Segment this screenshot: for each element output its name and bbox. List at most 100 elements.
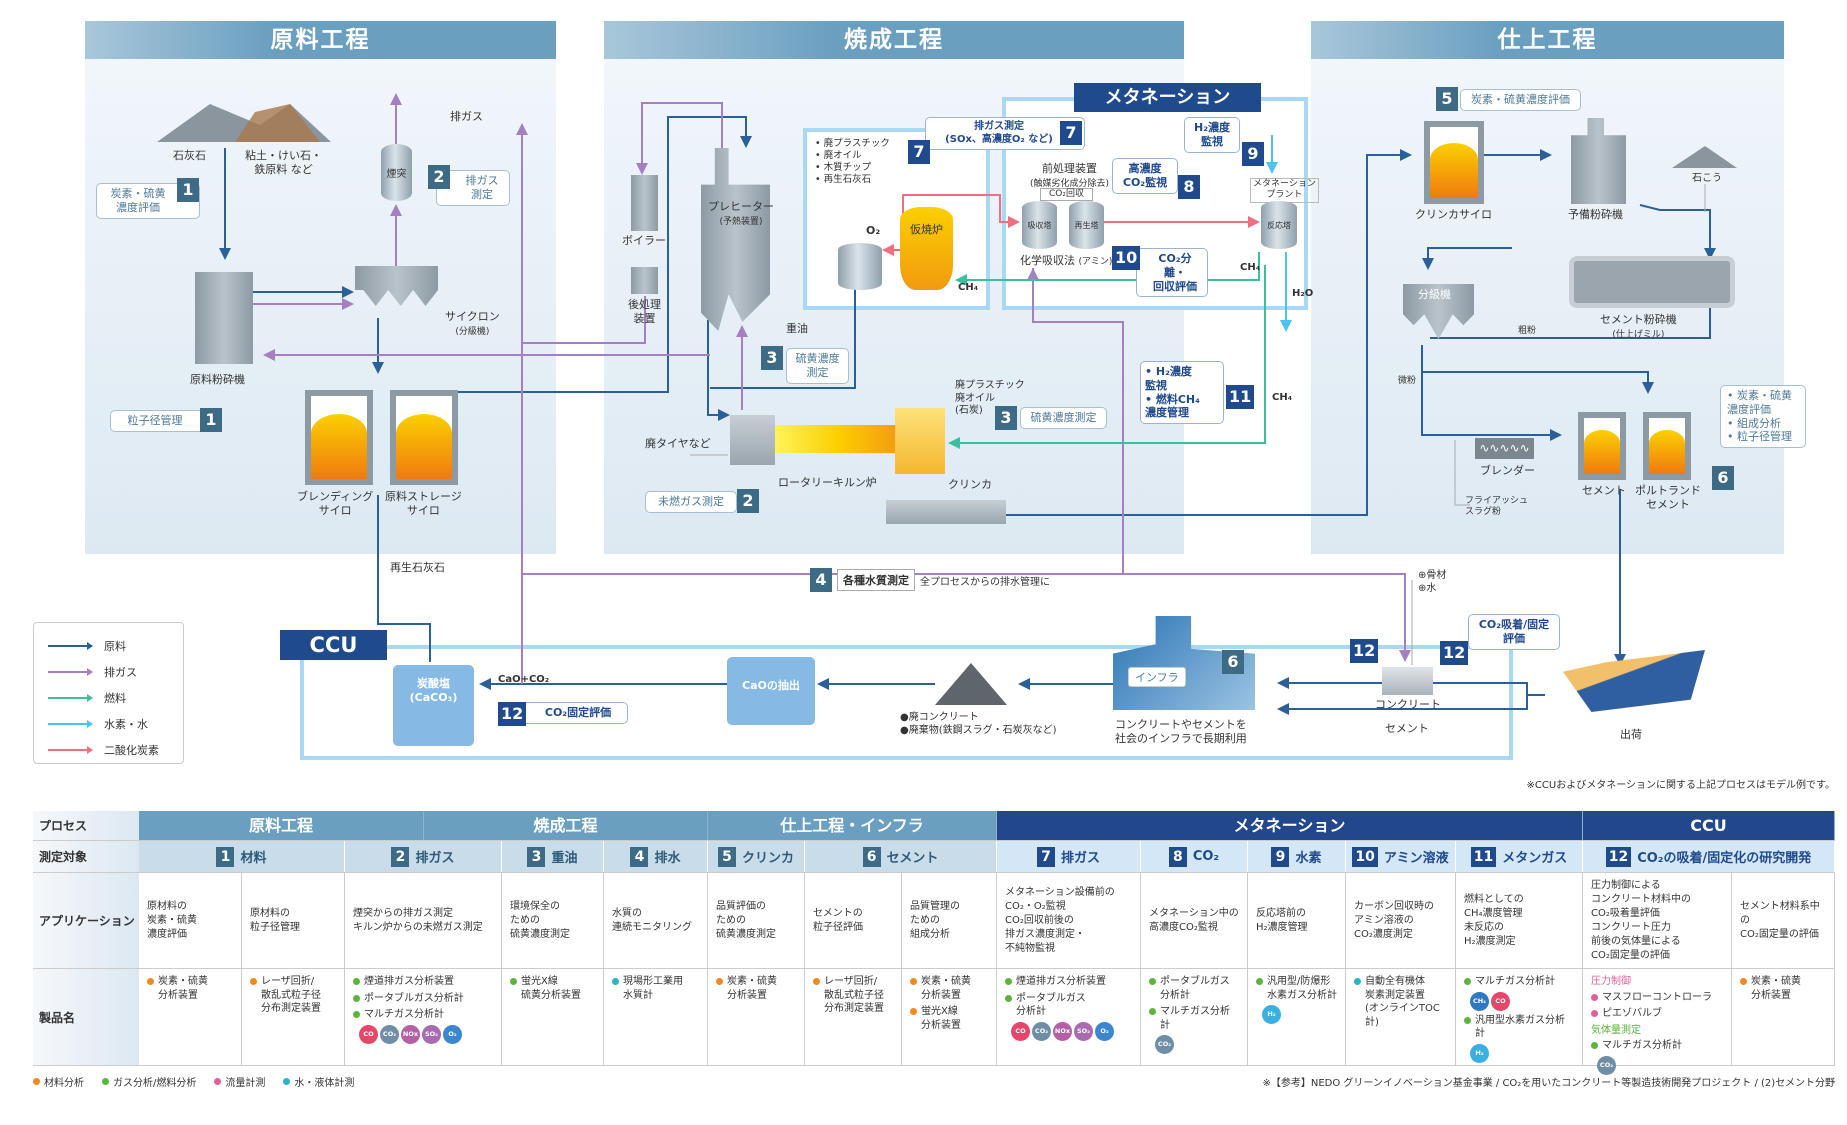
badge-2: 2 [391, 846, 410, 867]
tires-label: 廃タイヤなど [645, 437, 711, 450]
plant-label: メタネーション プラント [1250, 178, 1319, 203]
cement-mill [1569, 256, 1735, 308]
legend-line [48, 668, 93, 676]
clay-label: 粘土・けい石・ 鉄原料 など [245, 149, 322, 176]
application-cell: メタネーション設備前の CO₂・O₂監視 CO₂回収前後の 排ガス濃度測定・ 不… [997, 873, 1141, 968]
fine-label: 微粉 [1398, 376, 1417, 386]
callout-co2-separation: CO₂分離・ 回収評価 [1136, 248, 1208, 298]
panel-title: 原料工程 [85, 21, 556, 59]
category-dot [102, 1078, 109, 1085]
callout-sulfur-a: 硫黄濃度 測定 [786, 348, 849, 384]
cement-mill-label: セメント粉砕機(仕上げミル) [1600, 313, 1677, 341]
callout-clinker-eval: 炭素・硫黄濃度評価 [1460, 89, 1581, 111]
o2-label: O₂ [866, 224, 881, 237]
callout-ch4-management: • H₂濃度 監視 • 燃料CH₄ 濃度管理 [1140, 361, 1224, 424]
gas-chip: CO₂ [1155, 1035, 1174, 1054]
product-item: ポータブルガス 分析計 [1005, 992, 1132, 1019]
gas-chip: CO₂ [1597, 1055, 1616, 1075]
chem-sub: (アミン) [1078, 257, 1113, 267]
badge-6: 6 [862, 846, 881, 867]
badge-6: 6 [1712, 466, 1734, 490]
product-cell: 炭素・硫黄 分析装置 [708, 969, 805, 1065]
badge-2: 2 [737, 489, 759, 513]
badge-4: 4 [630, 846, 649, 867]
concrete-label: コンクリート [1375, 698, 1441, 711]
storage-silo-label: 原料ストレージ サイロ [385, 490, 462, 517]
product-cell: 炭素・硫黄 分析装置蛍光X線 分析装置 [902, 969, 997, 1065]
blender: ∿∿∿∿∿ [1475, 438, 1534, 459]
chem-absorption-label: 化学吸収法 (アミン) [1020, 254, 1112, 268]
application-cell: 品質管理の ための 組成分析 [902, 873, 997, 968]
badge-12: 12 [1605, 846, 1632, 867]
target-label: メタンガス [1502, 851, 1568, 866]
application-cell: メタネーション中の 高濃度CO₂監視 [1141, 873, 1248, 968]
process-header: 仕上工程・インフラ [708, 811, 997, 840]
water-quality-title: 各種水質測定 [837, 569, 915, 591]
application-cell: 原材料の 炭素・硫黄 濃度評価 [139, 873, 242, 968]
post-treatment [631, 267, 658, 294]
chem-name: 化学吸収法 [1020, 254, 1075, 267]
badge-12: 12 [1350, 639, 1379, 663]
pre-crusher-label: 予備粉砕機 [1568, 208, 1623, 221]
gas-chips: H₂ [1470, 1043, 1574, 1063]
legend-item: 排ガス [48, 659, 169, 685]
clinker-cooler [886, 500, 1006, 524]
category-label: 流量計測 [225, 1078, 266, 1089]
h2o-label: H₂O [1292, 288, 1314, 299]
cement-flow-label: セメント [1385, 722, 1429, 735]
kiln-inlet [730, 415, 775, 465]
gas-chip: CO₂ [380, 1024, 399, 1044]
ccu-box [300, 645, 1513, 760]
category-label: 水・液体計測 [294, 1078, 355, 1089]
cyclone-label: サイクロン(分級機) [445, 310, 500, 338]
callout-co2-fixation: CO₂固定評価 [512, 702, 628, 724]
cao-extraction-box: CaOの抽出 [727, 657, 815, 725]
shipping-label: 出荷 [1620, 728, 1642, 741]
badge-11: 11 [1226, 385, 1255, 409]
legend-line [48, 694, 93, 702]
application-cell: 煙突からの排ガス測定 キルン炉からの未燃ガス測定 [345, 873, 502, 968]
product-item: 煙道排ガス分析装置 [1005, 975, 1132, 989]
infra-text: コンクリートやセメントを 社会のインフラで長期利用 [1115, 718, 1247, 745]
chimney: 煙突 [381, 144, 412, 201]
heavy-oil-label: 重油 [786, 322, 808, 335]
product-cell: 蛍光X線 硫黄分析装置 [502, 969, 604, 1065]
legend-label: 水素・水 [104, 718, 148, 731]
target-label: CO₂ [1192, 849, 1220, 864]
product-item: ポータブルガス 分析計 [1149, 975, 1239, 1002]
callout-co2-adsorption: CO₂吸着/固定 評価 [1468, 614, 1560, 650]
gas-chip: CO [1011, 1021, 1030, 1041]
clinker-label: クリンカ [948, 478, 992, 491]
callout-unburned-gas: 未燃ガス測定 [645, 491, 737, 513]
gas-chip: O₂ [1095, 1021, 1114, 1041]
ch4-out-label: CH₄ [1240, 262, 1261, 273]
target-label: クリンカ [741, 851, 794, 866]
additives-label: ⊕骨材 ⊕水 [1418, 570, 1447, 594]
legend-item: 原料 [48, 633, 169, 659]
product-heading: 気体量測定 [1591, 1024, 1641, 1036]
target-label: CO₂の吸着/固定化の研究開発 [1637, 851, 1812, 866]
category-label: 材料分析 [44, 1078, 84, 1089]
gas-chip: O₂ [443, 1024, 462, 1044]
product-item: ポータブルガス分析計 [353, 992, 493, 1006]
preheater-sub: (予熱装置) [719, 216, 763, 227]
product-cell: 炭素・硫黄 分析装置 [1732, 969, 1835, 1065]
boiler [631, 175, 658, 231]
flyash-label: フライアッシュ スラグ粉 [1465, 496, 1529, 518]
ccu-note: ※CCUおよびメタネーションに関する上記プロセスはモデル例です。 [1526, 780, 1835, 791]
clinker-silo [1424, 121, 1484, 204]
raw-crusher [195, 272, 253, 364]
application-cell: 反応塔前の H₂濃度管理 [1248, 873, 1346, 968]
